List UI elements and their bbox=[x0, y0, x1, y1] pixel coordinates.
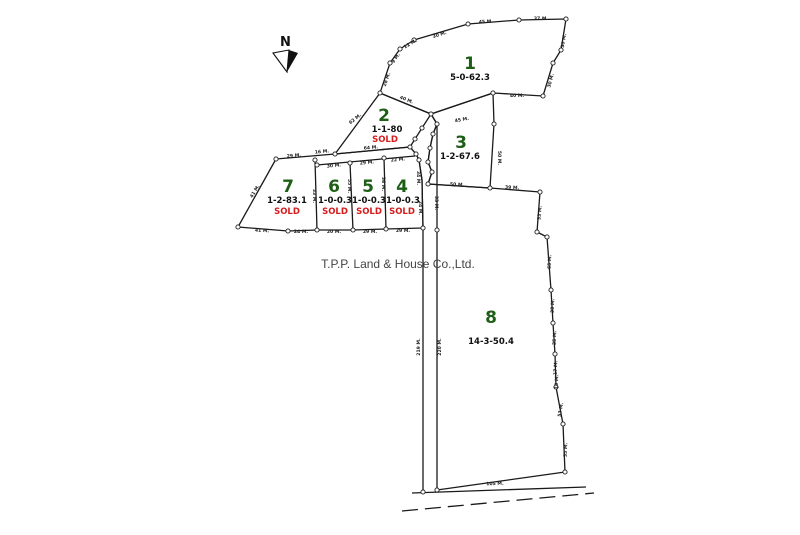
plot-5-number: 5 bbox=[362, 177, 374, 197]
company-name: T.P.P. Land & House Co.,Ltd. bbox=[321, 257, 475, 271]
plots-4-7-top-line bbox=[316, 155, 416, 166]
measure-label: 17 M. bbox=[553, 360, 560, 375]
measure-label: 55 M. bbox=[346, 179, 352, 194]
measure-label: 10 M. bbox=[554, 374, 561, 389]
plot-6-number: 6 bbox=[328, 177, 340, 197]
plot-8-boundary bbox=[427, 183, 566, 491]
plot-8-area: 14-3-50.4 bbox=[468, 337, 514, 347]
plot-4-sold-badge: SOLD bbox=[389, 207, 415, 217]
measure-label: 16 M. bbox=[315, 148, 330, 155]
measure-label: 24 M. bbox=[294, 229, 309, 235]
measure-label: 25 M. bbox=[552, 330, 559, 345]
measure-label: 41 M. bbox=[255, 228, 270, 235]
measure-label: 20 M. bbox=[327, 229, 342, 235]
measure-label: 45 M. bbox=[479, 18, 494, 25]
measure-label: 219 M. bbox=[416, 338, 422, 356]
measure-label: 24 M. bbox=[417, 201, 423, 216]
main-road-centerline bbox=[401, 492, 595, 512]
plot-2-sold-badge: SOLD bbox=[372, 135, 398, 145]
measure-label: 41 M. bbox=[249, 184, 262, 200]
measure-label: 29 M. bbox=[287, 152, 302, 159]
measure-label: 36 M. bbox=[380, 177, 386, 192]
main-road-edge bbox=[411, 486, 587, 494]
plot-6-sold-badge: SOLD bbox=[322, 207, 348, 217]
access-road-east-edge bbox=[427, 113, 438, 490]
plot-2-area: 1-1-80 bbox=[372, 125, 403, 135]
plot-3-area: 1-2-67.6 bbox=[440, 152, 480, 162]
measure-label: 39 M. bbox=[505, 185, 520, 192]
measure-label: 30 M. bbox=[550, 298, 557, 313]
plot-7-area: 1-2-83.1 bbox=[267, 196, 307, 206]
plot-5-sold-badge: SOLD bbox=[356, 207, 382, 217]
plot-5-4-divider bbox=[383, 157, 387, 230]
plot-2-number: 2 bbox=[378, 106, 390, 126]
plot-4-area: 1-0-0.3 bbox=[386, 196, 420, 206]
plot-5-area: 1-0-0.3 bbox=[352, 196, 386, 206]
plot-3-number: 3 bbox=[455, 133, 467, 153]
measure-label: 33 M. bbox=[311, 189, 317, 204]
plot-1-number: 1 bbox=[464, 54, 476, 74]
measure-label: 30 M. bbox=[327, 162, 342, 169]
measure-label: 29 M. bbox=[396, 228, 411, 234]
plot-1-area: 5-0-62.3 bbox=[450, 73, 490, 83]
measure-label: 45 M. bbox=[454, 116, 469, 124]
north-arrow-icon: N bbox=[272, 35, 298, 74]
plot-4-number: 4 bbox=[396, 177, 408, 197]
measure-label: 33 M. bbox=[536, 205, 543, 220]
measure-label: 50 M. bbox=[496, 151, 502, 166]
plot-6-5-divider bbox=[349, 162, 354, 231]
plot-8-number: 8 bbox=[485, 308, 497, 328]
measure-label: 50 M. bbox=[450, 182, 465, 189]
plot-7-number: 7 bbox=[282, 177, 294, 197]
measure-label: 12 M. bbox=[403, 38, 419, 50]
measure-label: 28 M. bbox=[382, 72, 393, 88]
measure-label: 29 M. bbox=[360, 159, 375, 166]
measure-label: 40 M. bbox=[399, 95, 415, 106]
north-label: N bbox=[280, 35, 291, 50]
plot-labels: 1 5-0-62.3 2 1-1-80 SOLD 3 1-2-67.6 4 1-… bbox=[267, 54, 514, 347]
measure-label: 220 M. bbox=[437, 338, 443, 356]
measure-label: 37 M. bbox=[534, 16, 549, 22]
plot-7-sold-badge: SOLD bbox=[274, 207, 300, 217]
measure-label: 30 M. bbox=[546, 73, 556, 89]
plot-6-area: 1-0-0.3 bbox=[318, 196, 352, 206]
plot-7-6-divider bbox=[314, 159, 318, 231]
measure-label: 30 M. bbox=[560, 33, 568, 48]
measure-label: 53 M. bbox=[557, 402, 565, 417]
measure-label: 22 M. bbox=[391, 156, 406, 163]
measurement-labels: 45 M. 37 M. 30 M. 12 M. 9 M. 28 M. 30 M.… bbox=[249, 16, 570, 487]
measure-label: 64 M. bbox=[364, 144, 379, 151]
boundary-markers bbox=[235, 16, 569, 495]
measure-label: 105 M. bbox=[486, 481, 504, 488]
measure-label: 34 M. bbox=[415, 171, 421, 186]
measure-label: 30 M. bbox=[432, 30, 448, 40]
measure-label: 9 M. bbox=[391, 52, 402, 65]
measure-label: 65 M. bbox=[547, 254, 554, 269]
measure-label: 35 M. bbox=[563, 442, 570, 457]
measure-label: 40 M. bbox=[510, 93, 525, 99]
measure-label: 33 M. bbox=[433, 196, 439, 211]
measure-label: 29 M. bbox=[363, 229, 378, 235]
